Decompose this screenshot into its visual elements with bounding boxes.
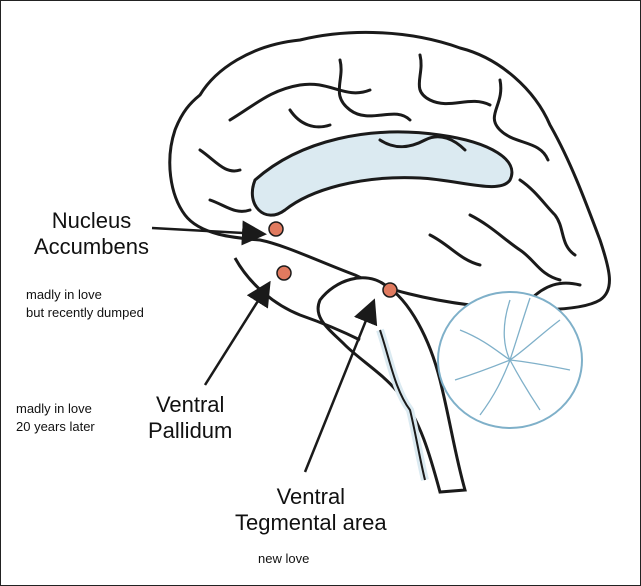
corpus-callosum bbox=[250, 130, 514, 217]
note-line: madly in love bbox=[16, 401, 92, 416]
cerebellum bbox=[437, 291, 583, 429]
note-new-love: new love bbox=[258, 551, 310, 566]
label-line: Pallidum bbox=[148, 418, 233, 443]
note-long-term: madly in love 20 years later bbox=[16, 400, 95, 436]
note-dumped: madly in love but recently dumped bbox=[26, 286, 144, 322]
label-ventral-pallidum: Ventral Pallidum bbox=[148, 392, 232, 444]
arrow-ventral-tegmental bbox=[303, 298, 378, 473]
arrow-nucleus-accumbens bbox=[151, 220, 267, 246]
label-nucleus-accumbens: Nucleus Accumbens bbox=[34, 208, 149, 260]
ventral-pallidum-dot bbox=[276, 265, 292, 281]
nucleus-accumbens-dot bbox=[268, 221, 284, 237]
basal-curve bbox=[233, 257, 361, 342]
note-line: 20 years later bbox=[16, 419, 95, 434]
label-line: Nucleus bbox=[51, 208, 132, 233]
note-line: madly in love bbox=[26, 287, 102, 302]
label-line: Ventral bbox=[276, 484, 346, 509]
cortical-sulci bbox=[198, 53, 582, 302]
label-line: Accumbens bbox=[34, 234, 149, 259]
arrow-ventral-pallidum bbox=[203, 280, 271, 386]
ventral-tegmental-dot bbox=[382, 282, 398, 298]
label-line: Tegmental area bbox=[235, 510, 387, 535]
label-line: Ventral bbox=[155, 392, 225, 417]
label-ventral-tegmental: Ventral Tegmental area bbox=[235, 484, 387, 536]
note-line: but recently dumped bbox=[26, 305, 144, 320]
